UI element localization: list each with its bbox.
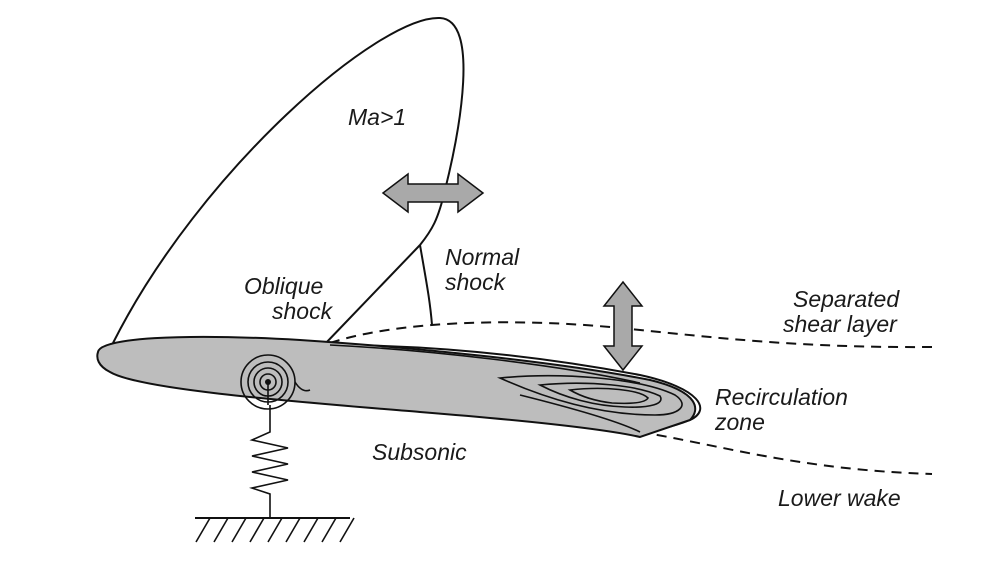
- oblique-shock-line: [323, 244, 421, 346]
- spring: [249, 405, 289, 518]
- vertical-double-arrow: [602, 280, 644, 372]
- label-separated-1: Separated: [793, 286, 900, 312]
- label-subsonic: Subsonic: [372, 439, 467, 465]
- pivot-spiral: [240, 354, 311, 410]
- label-oblique-shock-2: shock: [272, 298, 334, 324]
- recirculation-vortex: [329, 344, 683, 433]
- label-recirculation-2: zone: [714, 409, 765, 435]
- label-recirculation-1: Recirculation: [715, 384, 848, 410]
- label-oblique-shock-1: Oblique: [244, 273, 323, 299]
- horizontal-double-arrow: [381, 172, 485, 214]
- normal-shock-line: [419, 244, 433, 326]
- label-ma-gt-1: Ma>1: [348, 104, 406, 130]
- ground-support: [195, 517, 355, 543]
- label-separated-2: shear layer: [783, 311, 898, 337]
- airfoil: [96, 335, 697, 439]
- label-lower-wake: Lower wake: [778, 485, 901, 511]
- lower-wake-line: [639, 431, 933, 475]
- label-normal-shock-2: shock: [445, 269, 507, 295]
- label-normal-shock-1: Normal: [445, 244, 520, 270]
